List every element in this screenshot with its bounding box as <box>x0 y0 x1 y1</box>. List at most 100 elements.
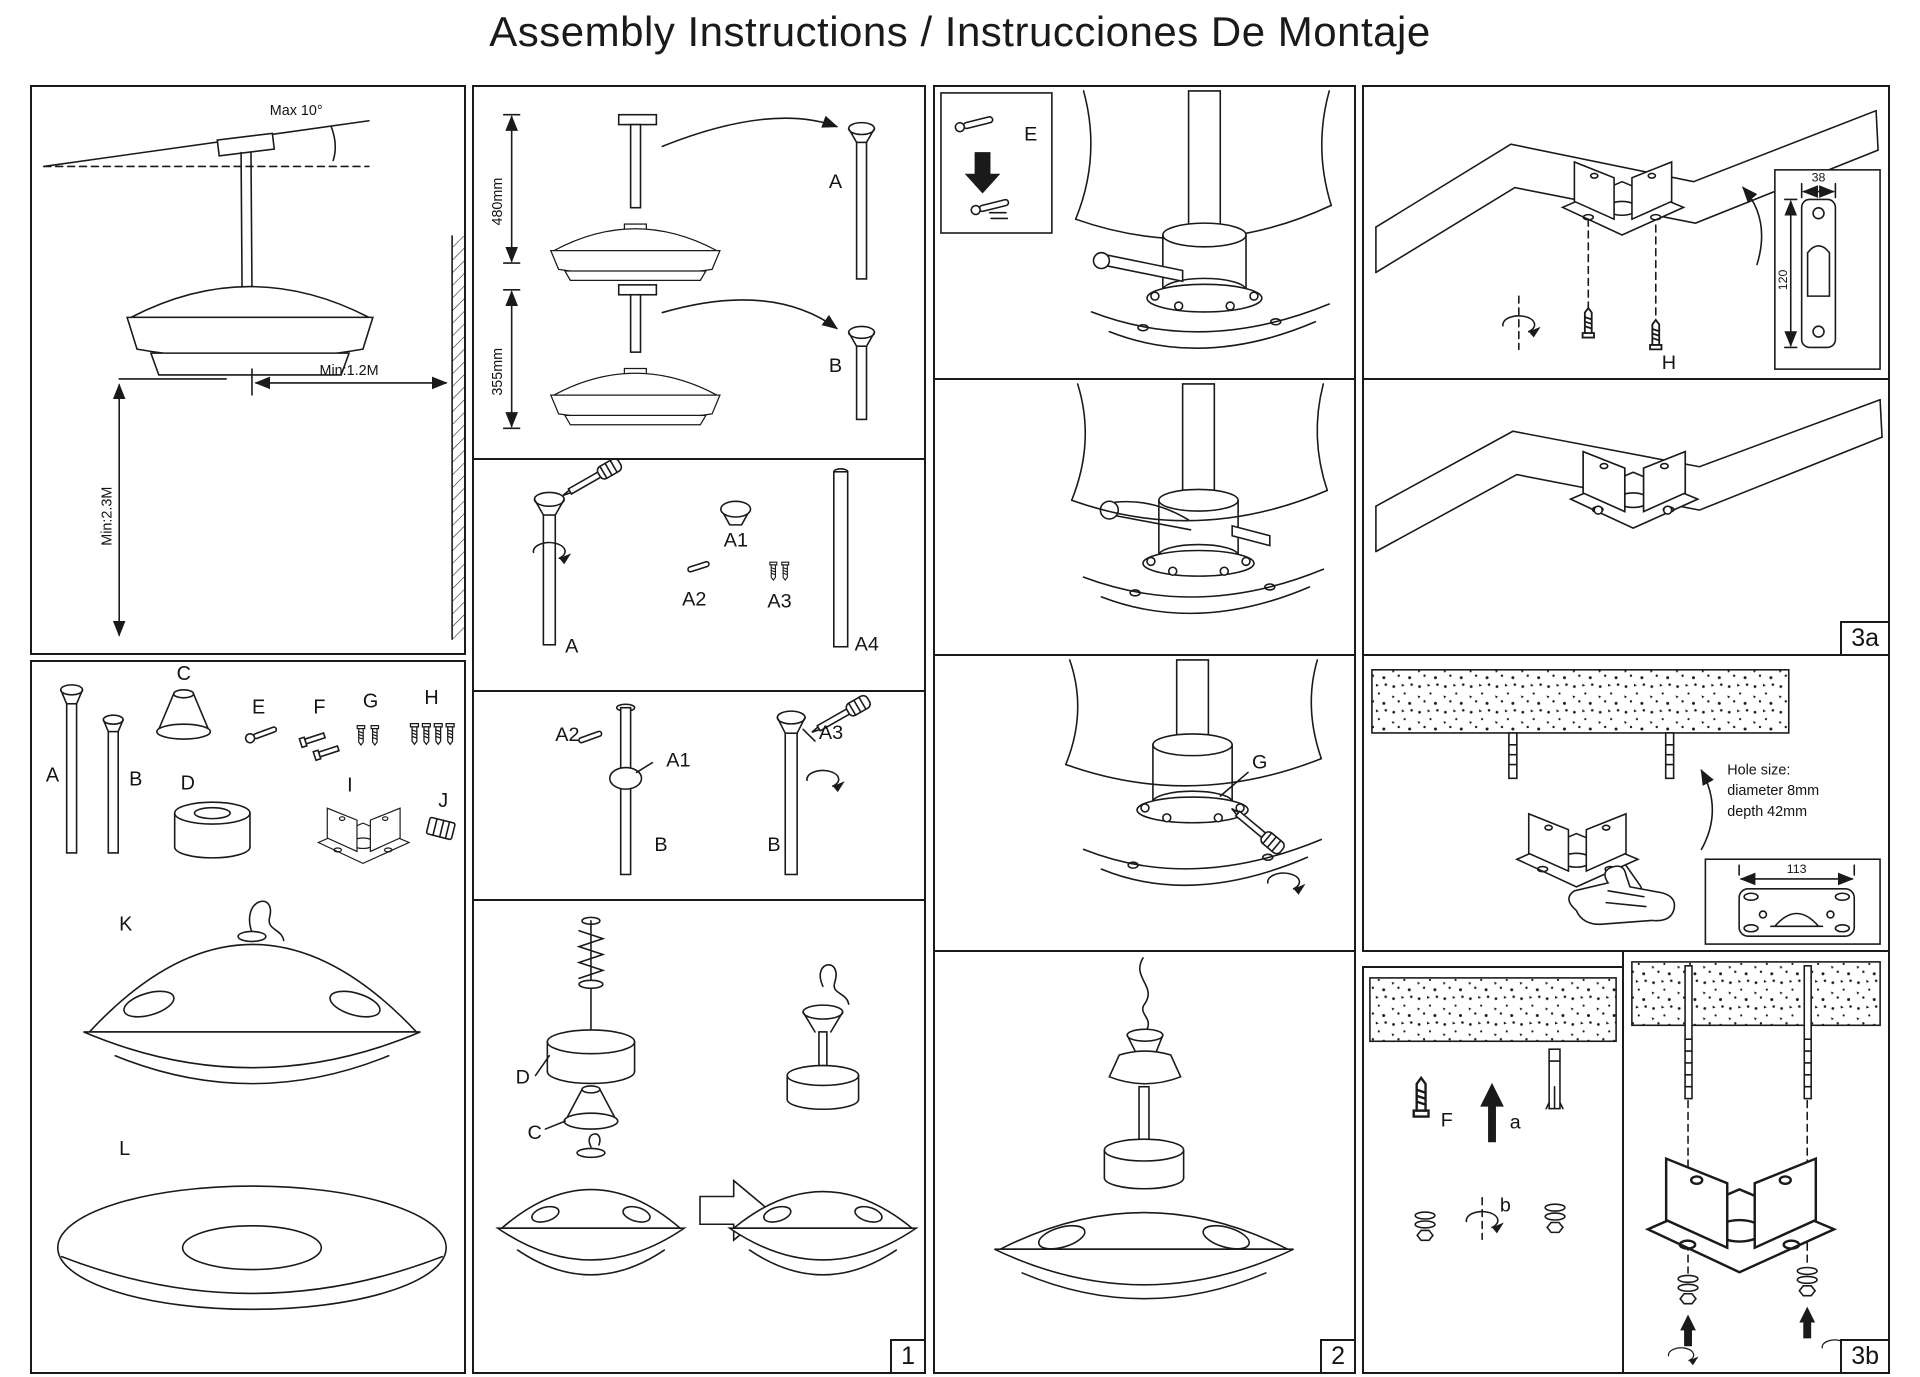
inset-pin: E <box>940 92 1053 234</box>
part-a4-tube <box>833 468 849 648</box>
clearance-diagram: Max 10° Min:1.2M Min:2.3M <box>43 103 464 640</box>
rod-parts-diagram: A A1 A2 A3 A4 <box>532 460 879 658</box>
arrow-up-left <box>1680 1314 1696 1347</box>
label-a3: A3 <box>767 591 791 613</box>
part-k-fan-body <box>83 900 421 1085</box>
rotate-b <box>1465 1196 1505 1241</box>
label-dim-113: 113 <box>1787 862 1807 876</box>
dimension-wall <box>251 368 448 396</box>
label-a2: A2 <box>555 724 579 746</box>
anchor-sleeve <box>1545 1048 1564 1110</box>
label-hole-size-1: Hole size: <box>1727 762 1790 778</box>
canopy-arcs <box>1064 659 1323 787</box>
concrete-slab <box>1369 977 1617 1043</box>
dome-arcs <box>1082 568 1325 615</box>
mounted-bracket <box>1569 450 1699 529</box>
part-d-ring <box>173 801 251 859</box>
panel-pin-e: E <box>933 85 1356 380</box>
label-355mm: 355mm <box>490 348 506 396</box>
panel-clearance: Max 10° Min:1.2M Min:2.3M <box>30 85 466 655</box>
arrow-up <box>1700 769 1714 851</box>
screws-diagram: G <box>1064 659 1323 896</box>
label-part-i: I <box>347 774 353 796</box>
hanging-fan <box>994 957 1294 1300</box>
anchor-rods <box>1508 732 1675 780</box>
panel-step3a: 3a <box>1362 378 1890 656</box>
concrete-slab <box>1631 961 1881 1027</box>
downrod-column <box>1175 659 1210 744</box>
panel-parts-list: A B C E F G H D I J K L <box>30 660 466 1374</box>
dimension-floor <box>112 378 227 637</box>
label-part-h: H <box>424 687 438 709</box>
step3a-diagram <box>1375 398 1883 553</box>
label-min-wall: Min:1.2M <box>320 363 379 379</box>
concrete-slab <box>1371 669 1790 734</box>
part-a3-screws <box>769 561 790 581</box>
clip-diagram <box>1070 383 1329 615</box>
label-part-k: K <box>119 913 133 935</box>
rod-a <box>847 121 876 280</box>
dome-arcs <box>1082 838 1323 886</box>
screw-f <box>1412 1076 1430 1118</box>
label-a2: A2 <box>682 589 706 611</box>
label-part-f: F <box>313 697 325 719</box>
label-b: b <box>1500 1195 1511 1217</box>
heights-diagram: 480mm 355mm A B <box>490 113 876 430</box>
label-d: D <box>516 1066 530 1088</box>
panel-screws-g: G <box>933 654 1356 952</box>
part-a2-pin <box>687 560 710 573</box>
hole-size-diagram: Hole size: diameter 8mm depth 42mm 113 <box>1371 669 1881 945</box>
downrod <box>240 151 253 289</box>
part-f-bolts <box>298 732 340 762</box>
leader-d <box>534 1054 551 1077</box>
panel-downrod-heights: 480mm 355mm A B <box>472 85 926 460</box>
label-e: E <box>1024 123 1037 145</box>
label-part-g: G <box>363 691 378 713</box>
part-a1-ball <box>720 500 752 526</box>
mounting-bracket <box>1646 1157 1836 1274</box>
washer-nut-right <box>1544 1203 1566 1234</box>
label-part-j: J <box>438 790 448 812</box>
label-hole-size-3: depth 42mm <box>1727 804 1807 820</box>
parts-diagram: A B C E F G H D I J K L <box>46 663 456 1311</box>
arrow-a-up <box>1480 1082 1504 1143</box>
rotate-hint <box>1502 295 1542 351</box>
step3b-diagram <box>1631 961 1881 1366</box>
wall <box>451 235 464 640</box>
leader-g <box>1219 771 1249 797</box>
dimension-480 <box>502 113 521 264</box>
step1-diagram: D C <box>495 916 919 1276</box>
label-min-height: Min:2.3M <box>99 487 115 546</box>
label-b-right: B <box>767 834 780 856</box>
page-title: Assembly Instructions / Instrucciones De… <box>489 8 1431 55</box>
label-f: F <box>1441 1109 1453 1131</box>
label-b-left: B <box>654 834 667 856</box>
screw-heads <box>1593 505 1673 515</box>
step2-diagram <box>994 957 1294 1300</box>
rod-assembly-diagram: A2 A1 B A3 B <box>555 693 873 876</box>
panel-bracket-h: 38 120 H <box>1362 85 1890 380</box>
label-c: C <box>528 1122 542 1144</box>
ceiling-mount <box>216 132 276 157</box>
label-part-b: B <box>129 768 142 790</box>
panel-step1: D C 1 <box>472 899 926 1374</box>
pin-diagram: E <box>940 90 1333 349</box>
panel-safety-clip <box>933 378 1356 656</box>
washer-nut-right <box>1796 1266 1818 1297</box>
panel-anchors: F a b <box>1362 966 1624 1374</box>
coupler <box>1142 488 1255 577</box>
mounting-bracket <box>1561 161 1685 236</box>
rod-b-tighten <box>776 693 873 876</box>
label-part-l: L <box>119 1138 130 1160</box>
canopy-arcs <box>1070 383 1329 522</box>
dome-arcs <box>1090 303 1331 349</box>
hand <box>1568 865 1676 926</box>
panel-step3b: 3b <box>1622 950 1890 1374</box>
label-part-a: A <box>46 764 60 786</box>
part-g-screws <box>356 725 380 746</box>
inset-bracket-bottom: 113 <box>1704 858 1881 945</box>
fan-long-rod <box>550 113 721 281</box>
bracket-diagram: 38 120 H <box>1375 109 1881 374</box>
part-l-light-ring <box>56 1185 447 1311</box>
step-number-2: 2 <box>1320 1339 1354 1372</box>
